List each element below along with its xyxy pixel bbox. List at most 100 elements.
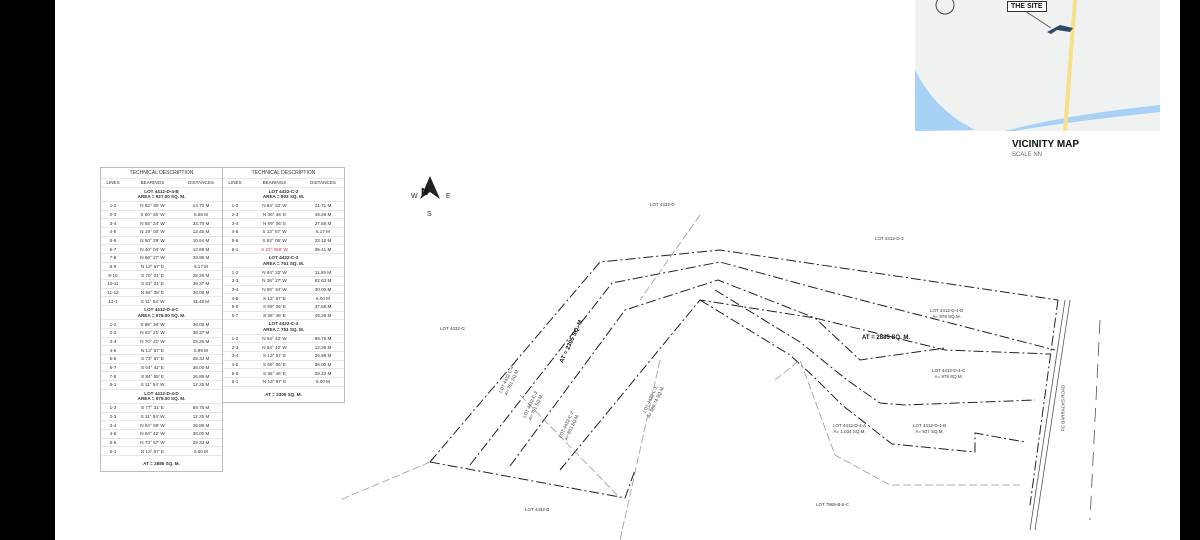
bearing-cell: N 73° 57' W	[140, 440, 165, 446]
line-cell: 2-3	[231, 344, 239, 350]
line-cell: 5-6	[109, 440, 117, 446]
compass-e: E	[446, 193, 451, 200]
bearing-cell: N 80° 34' W	[262, 286, 287, 292]
distance-cell: 21.71 M	[314, 203, 332, 209]
distance-cell: 49.29 M	[314, 312, 332, 318]
line-cell: 6-1	[231, 379, 239, 385]
lot-label: LOT 4432-D	[650, 202, 675, 207]
distance-cell: 12.25 M	[192, 382, 210, 388]
distance-cell: 22.70 M	[192, 220, 210, 226]
line-cell: 4-5	[231, 361, 239, 367]
total-area-label: AT = 2885 SQ. M.	[862, 335, 911, 341]
bearing-cell: N 13° 57' E	[140, 264, 165, 270]
distance-cell: 36.00 M	[192, 431, 210, 437]
bearing-cell: N 86° 38' E	[140, 290, 165, 296]
lot-name: LOT 4412-D-4-D	[144, 390, 179, 396]
lot-area: AREA = 979.00 SQ. M.	[137, 396, 186, 402]
line-cell: 6-7	[109, 365, 117, 371]
north-arrow-icon	[420, 176, 440, 199]
distance-cell: 28.33 M	[314, 370, 332, 376]
bearing-cell: S 88° 38' W	[140, 321, 165, 327]
distance-cell: 26.89 M	[314, 353, 332, 359]
distance-cell: 36.00 M	[192, 365, 210, 371]
bearing-cell: N 19° 50' W	[140, 229, 165, 235]
bearing-cell: S 53° 09' W	[262, 237, 287, 243]
lot-area: A= 979 SQ.M.	[932, 314, 961, 319]
right-letterbox	[1180, 0, 1200, 540]
distance-cell: 13.70 M	[192, 203, 210, 209]
adjacent-line	[519, 394, 621, 499]
site-leader-line	[1024, 10, 1052, 29]
bearing-cell: S 11° 54' W	[140, 298, 165, 304]
distance-cell: 28.33 M	[192, 440, 210, 446]
distance-cell: 28.08 M	[192, 290, 210, 296]
line-cell: 5-6	[109, 356, 117, 362]
bearing-cell: N 69° 06' E	[262, 220, 287, 226]
vicinity-map-title: VICINITY MAP	[1012, 139, 1080, 150]
bearing-cell: N 13° 57' E	[262, 379, 287, 385]
line-cell: 2-3	[109, 330, 117, 336]
column-header: DISTANCES	[188, 180, 214, 186]
vicinity-map: THE SITE	[915, 0, 1160, 131]
distance-cell: 12.25 M	[192, 414, 210, 420]
lot-label: LOT 4412-D-4-B	[913, 423, 947, 428]
distance-cell: 5.17 M	[193, 264, 209, 270]
distance-cell: 12.45 M	[192, 229, 210, 235]
distance-cell: 5.17 M	[315, 229, 331, 235]
bearing-cell: S 77° 31' E	[141, 405, 164, 411]
site-marker	[1047, 25, 1073, 34]
bearing-cell: S 13° 57' E	[263, 353, 286, 359]
bearing-cell: N 84° 22' W	[262, 203, 287, 209]
line-cell: 5-6	[231, 237, 239, 243]
bearing-cell: N 36° 46' E	[262, 211, 287, 217]
distance-cell: 6.00 M	[315, 295, 331, 301]
compass-icon	[935, 0, 955, 15]
distance-cell: 30.00 M	[314, 286, 332, 292]
boundary-line	[429, 249, 1059, 463]
compass-n: N	[421, 187, 429, 198]
bearing-cell: S 70° 21' E	[141, 272, 164, 278]
distance-cell: 12.69 M	[192, 246, 210, 252]
vicinity-map-scale: SCALE NN	[1012, 152, 1043, 158]
bearing-cell: N 85° 24' W	[140, 220, 165, 226]
distance-cell: 10.64 M	[192, 237, 210, 243]
line-cell: 1-2	[109, 405, 117, 411]
bearing-cell: N 64° 42' W	[140, 431, 165, 437]
boundary-line	[559, 299, 946, 471]
line-cell: 3-4	[109, 422, 117, 428]
line-cell: 6-1	[231, 246, 239, 252]
bearing-cell: N 66° 27' W	[140, 255, 165, 261]
distance-cell: 28.26 M	[192, 272, 210, 278]
bearing-cell: N 84° 22' W	[262, 269, 287, 275]
distance-cell: 26.89 M	[192, 373, 210, 379]
bearing-cell: N 40° 04' W	[140, 246, 165, 252]
bearing-cell: N 84° 59' W	[140, 422, 165, 428]
bearing-cell: S 13° 57' E	[263, 295, 286, 301]
bearing-cell: S 69° 06' E	[263, 361, 286, 367]
lot-label: LOT 4432-B	[525, 507, 550, 512]
lot-area: AREA = 751 SQ. M.	[262, 326, 305, 332]
boundary-line	[469, 261, 1056, 466]
distance-cell: 5.99 M	[193, 347, 209, 353]
compass-s: S	[427, 211, 432, 218]
bearing-cell: S 73° 57' E	[141, 356, 164, 362]
